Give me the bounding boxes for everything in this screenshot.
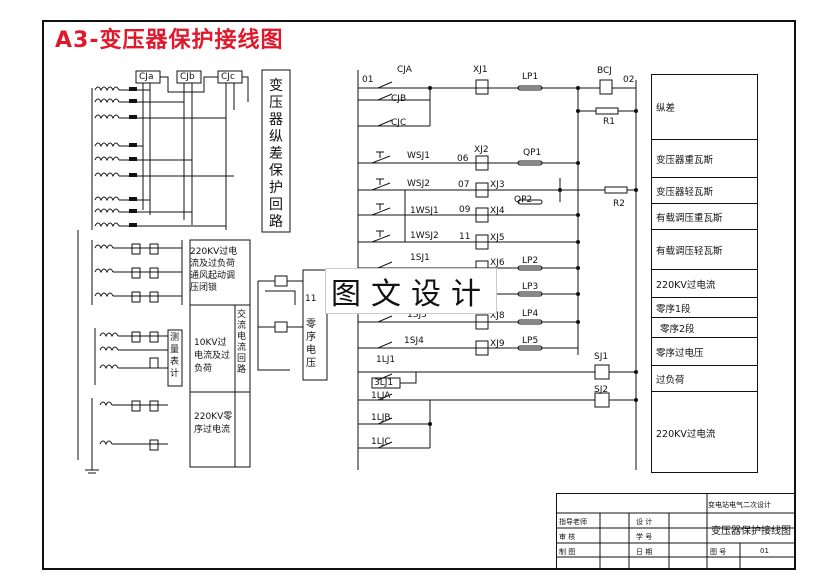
contact-1lj1: 1LJ1 xyxy=(376,355,396,365)
fn-row: 过负荷 xyxy=(652,365,757,391)
fn-row: 零序过电压 xyxy=(652,337,757,365)
middle-block xyxy=(189,239,251,468)
fn-text: 变压器重瓦斯 xyxy=(656,154,714,166)
xj1-label: XJ1 xyxy=(473,65,488,75)
lp2-label: LP2 xyxy=(522,256,539,266)
xj5-label: XJ5 xyxy=(490,233,505,243)
fn-row: 有载调压轻瓦斯 xyxy=(652,229,757,269)
contact-1lja: 1LJA xyxy=(371,391,391,401)
sj1-label: SJ1 xyxy=(594,352,609,362)
relay-cja-label: CJa xyxy=(139,72,154,82)
fn-row: 变压器重瓦斯 xyxy=(652,139,757,177)
zero-seq-num: 11 xyxy=(305,294,317,304)
contact-1sj4: 1SJ4 xyxy=(404,336,424,346)
measure-label: 测量表计 xyxy=(170,333,180,379)
contact-1wsj1: 1WSJ1 xyxy=(410,206,439,216)
xj3-label: XJ3 xyxy=(490,180,505,190)
xj8-label: XJ8 xyxy=(490,311,505,321)
lp3-label: LP3 xyxy=(522,282,539,292)
num-11: 11 xyxy=(459,232,471,242)
contact-1sj3: 1SJ3 xyxy=(407,310,427,320)
tb-row2: 审 核 xyxy=(559,533,576,541)
fn-row: 零序1段 xyxy=(652,297,757,317)
contact-1wsj2: 1WSJ2 xyxy=(410,231,439,241)
node-02: 02 xyxy=(623,75,635,85)
tb-student-no: 学 号 xyxy=(636,533,653,541)
contact-3lj1: 3LJ1 xyxy=(374,378,394,388)
tb-drawing-no-label: 图 号 xyxy=(710,548,727,556)
fn-row: 变压器轻瓦斯 xyxy=(652,177,757,203)
fn-text: 零序1段 xyxy=(656,303,691,315)
tb-drawing-no: 01 xyxy=(760,547,769,555)
tb-project: 变电站电气二次设计 xyxy=(708,501,771,509)
block2-text: 10KV过电流及过负荷 xyxy=(194,338,231,374)
xj2-label: XJ2 xyxy=(474,145,489,155)
drawing-frame xyxy=(42,20,796,570)
contact-wsj2: WSJ2 xyxy=(407,179,430,189)
tb-design: 设 计 xyxy=(636,518,653,526)
relay-cjc-label: CJc xyxy=(221,72,235,82)
num-07: 07 xyxy=(458,180,470,190)
relay-cjb-label: CJb xyxy=(180,72,195,82)
title-block xyxy=(556,493,796,570)
title-block-lines xyxy=(556,493,796,570)
fn-text: 220KV过电流 xyxy=(656,428,716,440)
fn-text: 纵差 xyxy=(656,103,676,114)
tb-drawing-name: 变压器保护接线图 xyxy=(711,526,791,537)
block1-text: 220KV过电流及过负荷通风起动调压闭锁 xyxy=(190,247,238,293)
fn-text: 零序过电压 xyxy=(656,347,704,359)
contact-cja: CJA xyxy=(397,65,412,75)
block3-text: 220KV零序过电流 xyxy=(194,412,233,435)
tb-row3: 制 图 xyxy=(559,548,576,556)
xj9-label: XJ9 xyxy=(490,339,505,349)
num-06: 06 xyxy=(457,154,469,164)
fn-text: 有载调压重瓦斯 xyxy=(656,212,723,224)
fn-row: 零序2段 xyxy=(652,317,757,337)
lp1-label: LP1 xyxy=(522,72,539,82)
r1-label: R1 xyxy=(603,117,615,127)
watermark: 图文设计 xyxy=(325,268,497,314)
contact-cjb: CJB xyxy=(391,94,407,104)
xj4-label: XJ4 xyxy=(490,206,505,216)
fn-row-diff: 纵差 xyxy=(652,75,757,139)
contact-cjc: CJC xyxy=(391,118,407,128)
contact-1sj1: 1SJ1 xyxy=(410,253,430,263)
diff-protection-title: 变压器纵差保护回路 xyxy=(269,78,283,230)
qp2-label: QP2 xyxy=(514,195,533,205)
fn-row: 220KV过电流 xyxy=(652,269,757,297)
lp5-label: LP5 xyxy=(522,336,539,346)
fn-row: 有载调压重瓦斯 xyxy=(652,203,757,229)
fn-text: 有载调压轻瓦斯 xyxy=(656,245,723,257)
left-ct-circuit xyxy=(77,70,249,474)
r2-label: R2 xyxy=(613,199,625,209)
fn-text: 零序2段 xyxy=(660,323,695,335)
dc-circuit xyxy=(357,70,638,470)
tb-row1: 指导老师 xyxy=(559,518,587,526)
lp4-label: LP4 xyxy=(522,309,539,319)
tb-date: 日 期 xyxy=(636,548,653,556)
contact-wsj1: WSJ1 xyxy=(407,151,430,161)
function-table: 纵差 变压器重瓦斯 变压器轻瓦斯 有载调压重瓦斯 有载调压轻瓦斯 220KV过电… xyxy=(651,74,758,473)
contact-1ljb: 1LJB xyxy=(371,413,391,423)
sj2-label: SJ2 xyxy=(594,385,609,395)
zero-seq-label: 零序电压 xyxy=(306,319,316,369)
fn-text: 220KV过电流 xyxy=(656,279,716,291)
node-01: 01 xyxy=(362,75,374,85)
fn-text: 变压器轻瓦斯 xyxy=(656,186,714,198)
fn-text: 过负荷 xyxy=(656,374,685,386)
xj6-label: XJ6 xyxy=(490,258,505,268)
drawing-title: A3-变压器保护接线图 xyxy=(55,28,284,53)
ac-current-label: 交流电流回路 xyxy=(237,310,247,375)
contact-1ljc: 1LJC xyxy=(371,437,391,447)
qp1-label: QP1 xyxy=(523,148,542,158)
fn-row: 220KV过电流 xyxy=(652,391,757,473)
bcj-label: BCJ xyxy=(597,66,612,76)
num-09: 09 xyxy=(459,205,471,215)
